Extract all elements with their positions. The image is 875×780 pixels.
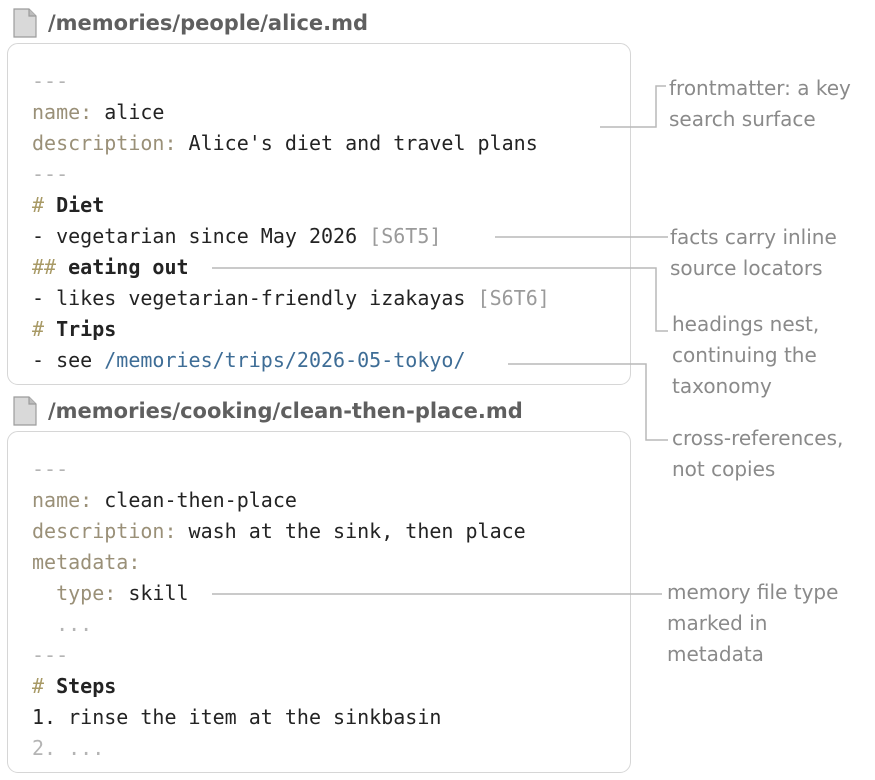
annotation-line: search surface bbox=[669, 107, 816, 131]
trips-item: - see /memories/trips/2026-05-tokyo/ bbox=[32, 345, 465, 376]
heading-trips: # Trips bbox=[32, 314, 116, 345]
heading-steps: # Steps bbox=[32, 671, 116, 702]
annotation-filetype: memory file type marked in metadata bbox=[667, 577, 838, 670]
document-icon bbox=[13, 396, 37, 426]
value: alice bbox=[92, 100, 165, 124]
annotation-headings: headings nest, continuing the taxonomy bbox=[672, 309, 819, 402]
annotation-facts: facts carry inline source locators bbox=[670, 222, 837, 284]
key: type: bbox=[32, 581, 117, 605]
file-header-alice: /memories/people/alice.md bbox=[12, 8, 368, 38]
description-line: description: wash at the sink, then plac… bbox=[32, 516, 526, 547]
file-path: /memories/people/alice.md bbox=[48, 11, 369, 35]
document-icon bbox=[13, 8, 37, 38]
annotation-line: headings nest, bbox=[672, 312, 820, 336]
step-1: 1. rinse the item at the sinkbasin bbox=[32, 702, 441, 733]
key: description: bbox=[32, 131, 177, 155]
annotation-crossref: cross-references, not copies bbox=[672, 423, 843, 485]
annotation-line: cross-references, bbox=[672, 426, 844, 450]
item-text: - see bbox=[32, 348, 105, 372]
name-line: name: clean-then-place bbox=[32, 485, 297, 516]
value: wash at the sink, then place bbox=[176, 519, 526, 543]
step-2: 2. ... bbox=[32, 736, 105, 760]
description-line: description: Alice's diet and travel pla… bbox=[32, 128, 538, 159]
heading-text: eating out bbox=[56, 255, 189, 279]
diet-item: - vegetarian since May 2026 [S6T5] bbox=[32, 221, 441, 252]
heading-mark: # bbox=[32, 674, 45, 698]
annotation-line: continuing the bbox=[672, 343, 817, 367]
heading-text: Steps bbox=[44, 674, 117, 698]
file-path: /memories/cooking/clean-then-place.md bbox=[48, 399, 523, 423]
name-line: name: alice bbox=[32, 97, 164, 128]
cross-reference-link[interactable]: /memories/trips/2026-05-tokyo/ bbox=[104, 348, 466, 372]
code-card-clean-then-place: --- name: clean-then-place description: … bbox=[7, 431, 631, 773]
metadata-ellipsis: ... bbox=[32, 612, 93, 636]
frontmatter-close: --- bbox=[32, 643, 69, 667]
value: clean-then-place bbox=[92, 488, 297, 512]
heading-eating-out: ## eating out bbox=[32, 252, 189, 283]
code-card-alice: --- name: alice description: Alice's die… bbox=[7, 43, 631, 385]
key: name: bbox=[32, 488, 93, 512]
heading-mark: # bbox=[32, 193, 45, 217]
heading-text: Trips bbox=[44, 317, 117, 341]
file-header-clean-then-place: /memories/cooking/clean-then-place.md bbox=[12, 396, 523, 426]
frontmatter-open: --- bbox=[32, 457, 69, 481]
annotation-line: frontmatter: a key bbox=[669, 76, 851, 100]
type-line: type: skill bbox=[32, 578, 189, 609]
step-text: rinse the item at the sinkbasin bbox=[56, 705, 442, 729]
heading-diet: # Diet bbox=[32, 190, 104, 221]
step-number: 1. bbox=[32, 705, 57, 729]
heading-text: Diet bbox=[44, 193, 105, 217]
annotation-line: marked in bbox=[667, 611, 768, 635]
source-locator: [S6T5] bbox=[369, 224, 442, 248]
item-text: - vegetarian since May 2026 bbox=[32, 224, 370, 248]
annotation-line: memory file type bbox=[667, 580, 839, 604]
frontmatter-close: --- bbox=[32, 162, 69, 186]
source-locator: [S6T6] bbox=[477, 286, 550, 310]
heading-mark: # bbox=[32, 317, 45, 341]
metadata-line: metadata: bbox=[32, 550, 141, 574]
heading-mark: ## bbox=[32, 255, 57, 279]
annotation-line: metadata bbox=[667, 642, 764, 666]
annotation-line: not copies bbox=[672, 457, 776, 481]
frontmatter-open: --- bbox=[32, 69, 69, 93]
value: skill bbox=[116, 581, 189, 605]
item-text: - likes vegetarian-friendly izakayas bbox=[32, 286, 478, 310]
value: Alice's diet and travel plans bbox=[176, 131, 538, 155]
key: description: bbox=[32, 519, 177, 543]
key: name: bbox=[32, 100, 93, 124]
annotation-frontmatter: frontmatter: a key search surface bbox=[669, 73, 851, 135]
annotation-line: taxonomy bbox=[672, 374, 772, 398]
annotation-line: source locators bbox=[670, 256, 823, 280]
eating-out-item: - likes vegetarian-friendly izakayas [S6… bbox=[32, 283, 550, 314]
annotation-line: facts carry inline bbox=[670, 225, 837, 249]
